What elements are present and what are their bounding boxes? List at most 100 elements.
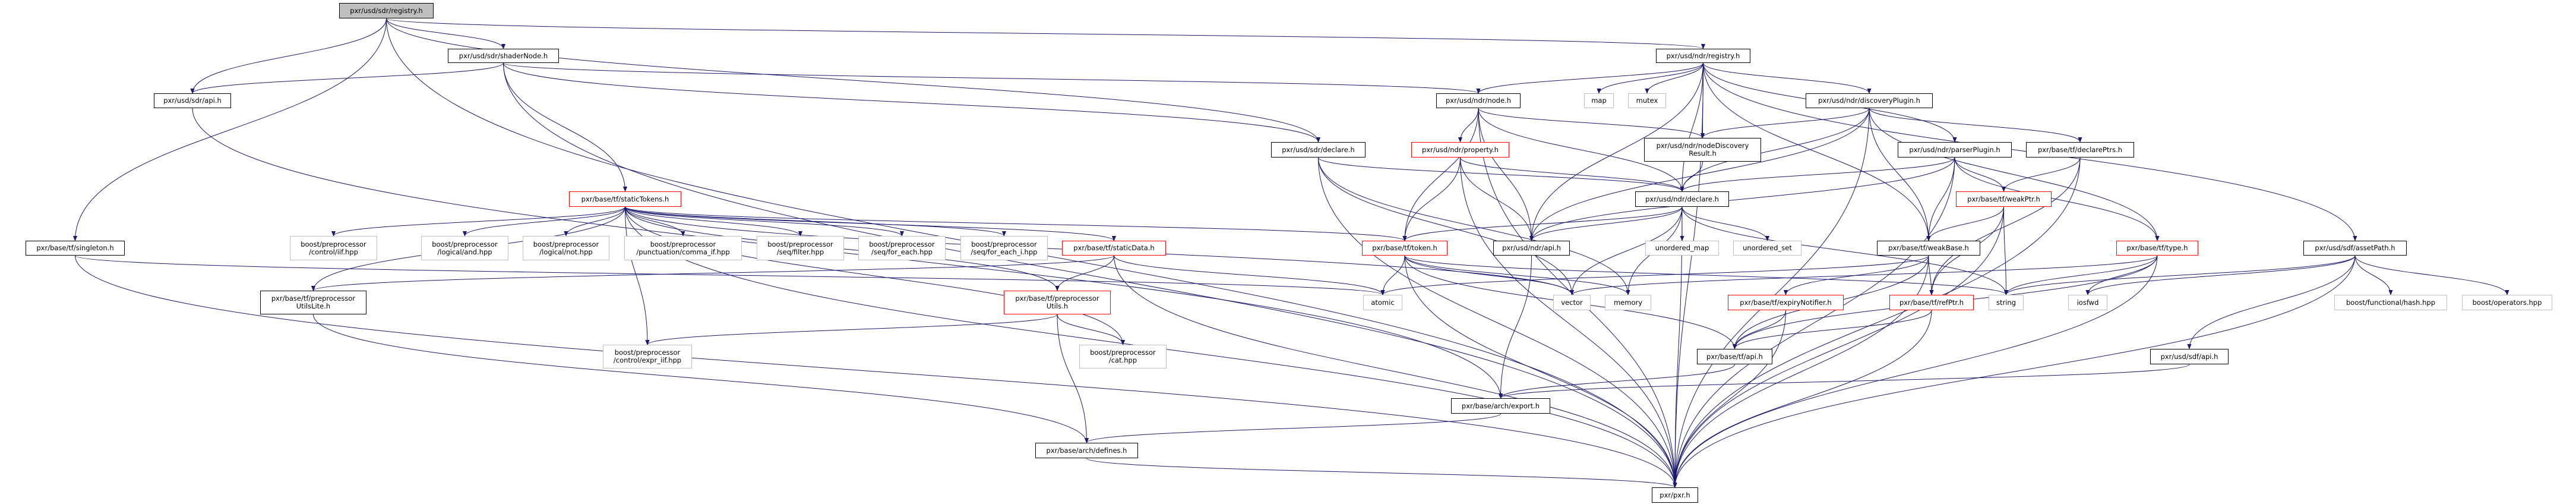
- edge-sdr_registry-to-sdr_api: [190, 18, 387, 94]
- graph-node-ndr-api[interactable]: pxr/usd/ndr/api.h: [1493, 241, 1570, 256]
- edge-shaderNode-to-node: [503, 62, 1481, 94]
- graph-node-weakbase[interactable]: pxr/base/tf/weakBase.h: [1877, 241, 1980, 256]
- edge-staticTokens-to-for_each_i: [625, 206, 1006, 237]
- graph-node-sdr-declare[interactable]: pxr/usd/sdr/declare.h: [1271, 142, 1366, 158]
- graph-node-iif: boost/preprocessor /control/iif.hpp: [290, 236, 377, 260]
- graph-node-sdr-api[interactable]: pxr/usd/sdr/api.h: [154, 93, 231, 108]
- edge-singleton-to-pxr: [75, 255, 1677, 488]
- edge-weakBase-to-refPtr: [1928, 255, 1934, 295]
- edge-property-to-pxr: [1460, 157, 1677, 488]
- edge-ndr_registry-to-weakBase: [1703, 62, 1931, 241]
- graph-node-assetpath[interactable]: pxr/usd/sdf/assetPath.h: [2303, 241, 2407, 256]
- graph-node-comma-if: boost/preprocessor /punctuation/comma_if…: [624, 236, 742, 260]
- edge-token-to-atomic: [1380, 255, 1405, 295]
- graph-node-shadernode[interactable]: pxr/usd/sdr/shaderNode.h: [448, 49, 559, 63]
- edge-sdr_declare-to-ndr_declare: [1318, 157, 1684, 192]
- edge-node-to-token: [1402, 108, 1479, 241]
- graph-node-filter: boost/preprocessor /seq/filter.hpp: [757, 236, 844, 260]
- graph-node-sdr-registry[interactable]: pxr/usd/sdr/registry.h: [339, 3, 434, 18]
- graph-node-vector: vector: [1553, 295, 1591, 310]
- graph-node-property[interactable]: pxr/usd/ndr/property.h: [1411, 142, 1509, 158]
- graph-node-tf-api[interactable]: pxr/base/tf/api.h: [1697, 349, 1772, 364]
- edge-staticTokens-to-not: [564, 206, 625, 237]
- graph-node-ndr-registry[interactable]: pxr/usd/ndr/registry.h: [1656, 49, 1750, 63]
- graph-node-node[interactable]: pxr/usd/ndr/node.h: [1436, 93, 1521, 108]
- edge-discoveryPlugin-to-nodeDiscovery: [1700, 108, 1870, 138]
- edge-type-to-string: [2003, 255, 2158, 295]
- graph-node-parserplugin[interactable]: pxr/usd/ndr/parserPlugin.h: [1898, 142, 2012, 158]
- graph-node-type[interactable]: pxr/base/tf/type.h: [2116, 241, 2198, 256]
- edge-type-to-iosfwd: [2085, 255, 2158, 295]
- graph-node-sdf-api[interactable]: pxr/usd/sdf/api.h: [2150, 349, 2229, 364]
- edge-token-to-pxr: [1404, 255, 1677, 488]
- edge-property-to-token: [1402, 157, 1461, 241]
- edge-weakPtr-to-pxr: [1673, 206, 2004, 488]
- graph-node-for-each-i: boost/preprocessor /seq/for_each_i.hpp: [960, 236, 1048, 260]
- edge-sdr_declare-to-vector: [1318, 157, 1575, 295]
- graph-node-singleton[interactable]: pxr/base/tf/singleton.h: [26, 241, 125, 256]
- graph-node-unordered-set: unordered_set: [1733, 241, 1801, 256]
- edge-expiryNotifier-to-tf_api: [1732, 310, 1786, 349]
- graph-node-mutex: mutex: [1628, 93, 1666, 108]
- edge-ndr_declare-to-unordered_set: [1681, 206, 1770, 241]
- edge-sdr_api-to-export: [192, 108, 1503, 399]
- edge-sdr_registry-to-shaderNode: [386, 18, 506, 49]
- edge-defines-to-pxr: [1086, 458, 1677, 488]
- graph-node-staticdata[interactable]: pxr/base/tf/staticData.h: [1062, 241, 1166, 256]
- graph-node-utils[interactable]: pxr/base/tf/preprocessor Utils.h: [1004, 291, 1111, 314]
- graph-node-memory: memory: [1605, 295, 1651, 310]
- edge-weakBase-to-atomic: [1380, 255, 1929, 295]
- edge-parserPlugin-to-pxr: [1673, 157, 1955, 488]
- graph-node-cat: boost/preprocessor /cat.hpp: [1079, 345, 1167, 368]
- edge-ndr_registry-to-mutex: [1645, 62, 1703, 94]
- edge-discoveryPlugin-to-declarePtrs: [1869, 108, 2082, 143]
- graph-node-expirynotifier[interactable]: pxr/base/tf/expiryNotifier.h: [1728, 295, 1844, 310]
- edge-sdr_declare-to-pxr: [1318, 157, 1677, 488]
- edge-sdr_registry-to-sdr_declare: [386, 18, 1320, 143]
- edge-UtilsLite-to-defines: [313, 314, 1089, 443]
- edge-Utils-to-expr_iif: [645, 314, 1058, 345]
- edge-staticData-to-Utils: [1055, 255, 1114, 291]
- edge-parserPlugin-to-ndr_api: [1529, 157, 1955, 241]
- graph-node-refptr[interactable]: pxr/base/tf/refPtr.h: [1889, 295, 1974, 310]
- edge-type-to-vector: [1570, 255, 2158, 295]
- graph-node-discoveryplugin[interactable]: pxr/usd/ndr/discoveryPlugin.h: [1806, 93, 1933, 108]
- graph-node-not: boost/preprocessor /logical/not.hpp: [523, 236, 609, 260]
- edge-assetPath-to-pxr: [1673, 255, 2356, 488]
- edge-weakPtr-to-weakBase: [1926, 206, 2004, 241]
- edge-ndr_registry-to-ndr_declare: [1680, 62, 1703, 192]
- graph-node-token[interactable]: pxr/base/tf/token.h: [1362, 241, 1447, 256]
- edge-weakBase-to-pxr: [1673, 255, 1929, 488]
- graph-node-nodediscovery[interactable]: pxr/usd/ndr/nodeDiscovery Result.h: [1644, 138, 1761, 162]
- edge-Utils-to-cat: [1057, 314, 1126, 345]
- graph-node-map: map: [1584, 93, 1614, 108]
- edge-staticTokens-to-token: [625, 206, 1407, 241]
- edge-shaderNode-to-pxr: [503, 62, 1677, 488]
- edge-property-to-ndr_declare: [1460, 157, 1684, 192]
- edge-ndr_declare-to-string: [1681, 206, 2009, 295]
- edge-discoveryPlugin-to-type: [1869, 108, 2160, 241]
- graph-node-expr-iif: boost/preprocessor /control/expr_iif.hpp: [603, 345, 692, 368]
- edge-node-to-property: [1458, 108, 1479, 143]
- edge-node-to-nodeDiscovery: [1478, 108, 1705, 138]
- edge-refPtr-to-pxr: [1673, 310, 1932, 488]
- graph-node-pxr[interactable]: pxr/pxr.h: [1652, 487, 1698, 503]
- edge-staticTokens-to-filter: [625, 206, 803, 237]
- edge-shaderNode-to-staticTokens: [503, 62, 628, 192]
- graph-node-declareptrs[interactable]: pxr/base/tf/declarePtrs.h: [2026, 142, 2134, 158]
- edge-ndr_registry-to-node: [1476, 62, 1703, 94]
- edge-staticTokens-to-staticData: [625, 206, 1116, 241]
- edge-staticTokens-to-expr_iif: [625, 206, 650, 345]
- graph-node-iosfwd: iosfwd: [2068, 295, 2107, 310]
- graph-node-ndr-declare[interactable]: pxr/usd/ndr/declare.h: [1635, 191, 1729, 207]
- graph-node-statictokens[interactable]: pxr/base/tf/staticTokens.h: [569, 191, 681, 207]
- edge-expiryNotifier-to-pxr: [1673, 310, 1786, 488]
- graph-node-defines[interactable]: pxr/base/arch/defines.h: [1035, 443, 1138, 458]
- graph-node-weakptr[interactable]: pxr/base/tf/weakPtr.h: [1956, 191, 2052, 207]
- edge-token-to-string: [1404, 255, 2008, 295]
- edge-sdr_registry-to-singleton: [72, 18, 387, 241]
- graph-node-utilslite[interactable]: pxr/base/tf/preprocessor UtilsLite.h: [260, 291, 366, 314]
- graph-node-export[interactable]: pxr/base/arch/export.h: [1451, 398, 1550, 414]
- edge-staticTokens-to-and: [462, 206, 625, 237]
